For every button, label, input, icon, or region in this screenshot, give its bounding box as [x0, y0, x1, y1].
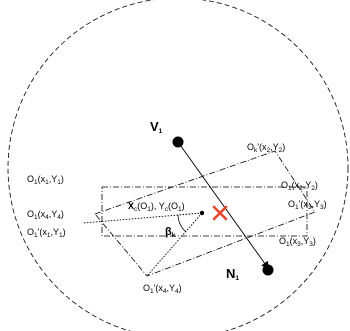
ray-to-corner-left [82, 212, 203, 224]
label-center: Xc(O1), Yc(O1) [128, 201, 185, 213]
boundary-circle [7, 0, 349, 331]
label-ok-prime-top: Ok'(x2,Y2) [247, 142, 285, 154]
label-o1-bottom-right: O1(x3,Y3) [279, 236, 316, 248]
label-v1: V1 [150, 119, 163, 135]
label-n1: N1 [226, 266, 239, 282]
label-o1-prime-bottom: O1'(x4,Y4) [143, 283, 182, 295]
label-o1-top-left: O1(x1,Y1) [27, 174, 64, 186]
rotated-rectangle [94, 150, 316, 277]
node-n1 [262, 264, 274, 276]
node-v1 [172, 136, 184, 148]
trajectory-line [177, 141, 270, 270]
center-point [199, 210, 205, 216]
label-o1-prime-left: O1'(x1,Y1) [27, 227, 66, 239]
label-o1-top-right: O1(x2,Y2) [281, 180, 318, 192]
angle-arc [177, 214, 187, 233]
bounding-rectangle [101, 186, 308, 237]
ray-to-corner-bottom [146, 212, 203, 277]
label-beta: βk [165, 226, 176, 239]
label-o1-bottom-left: O1(x4,Y4) [27, 209, 64, 221]
label-o1-prime-right: O1'(x3,Y3) [288, 199, 327, 211]
intersection-marker [212, 205, 228, 221]
